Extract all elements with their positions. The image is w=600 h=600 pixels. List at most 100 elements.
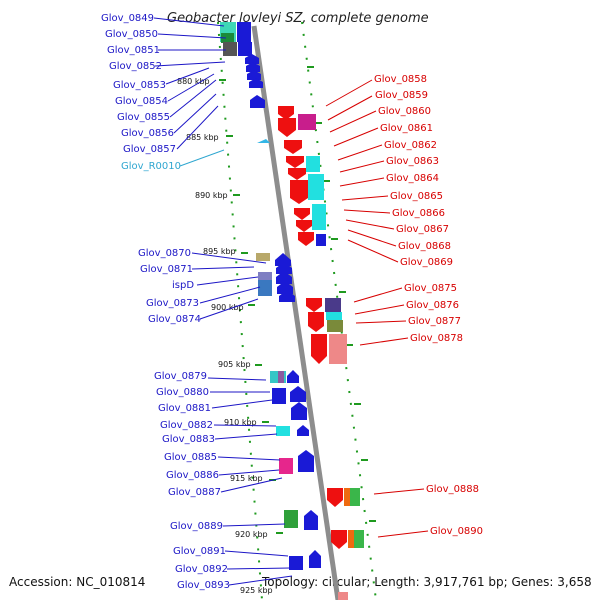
gene-label-left[interactable]: Glov_0885 (164, 452, 217, 463)
gene-arrow (311, 334, 327, 364)
gene-label-left[interactable]: Glov_0886 (166, 470, 219, 481)
gene-label-right[interactable]: Glov_0869 (400, 257, 453, 268)
gene-label-left[interactable]: Glov_0871 (140, 264, 193, 275)
gene-arrow (296, 220, 312, 232)
gene-label-left[interactable]: Glov_0856 (121, 128, 174, 139)
gene-arrow (308, 312, 324, 332)
gene-label-right[interactable]: Glov_0863 (386, 156, 439, 167)
gene-block (258, 280, 272, 296)
rna-gene (257, 139, 270, 143)
gene-label-right[interactable]: Glov_0890 (430, 526, 483, 537)
gene-arrow (278, 106, 294, 120)
gene-arrow (294, 208, 310, 220)
gene-label-right[interactable]: Glov_0859 (375, 90, 428, 101)
gene-arrow (276, 271, 292, 284)
gene-label-left[interactable]: Glov_0852 (109, 61, 162, 72)
gene-arrow (284, 140, 302, 154)
gene-label-right[interactable]: Glov_0865 (390, 191, 443, 202)
gene-block (316, 234, 326, 246)
gene-label-left[interactable]: Glov_0889 (170, 521, 223, 532)
gene-block (237, 22, 251, 42)
gene-label-left[interactable]: Glov_0857 (123, 144, 176, 155)
gene-block (338, 592, 348, 600)
gene-label-right[interactable]: Glov_0864 (386, 173, 439, 184)
gene-block (278, 371, 284, 383)
gene-label-right[interactable]: Glov_0876 (406, 300, 459, 311)
gene-label-left[interactable]: Glov_0893 (177, 580, 230, 591)
gene-arrow (249, 78, 263, 88)
kbp-label: 910 kbp (224, 418, 257, 427)
gene-label-left[interactable]: Glov_0881 (158, 403, 211, 414)
gene-label-right[interactable]: Glov_0866 (392, 208, 445, 219)
gene-block (312, 204, 326, 230)
left-tick-rail (217, 21, 263, 600)
gene-label-right[interactable]: Glov_0861 (380, 123, 433, 134)
gene-arrow (286, 156, 304, 168)
gene-block (308, 174, 324, 200)
gene-arrow (297, 425, 309, 436)
gene-arrow (306, 298, 322, 312)
gene-arrow (287, 370, 299, 383)
gene-block (327, 320, 343, 332)
gene-label-right[interactable]: Glov_0868 (398, 241, 451, 252)
kbp-label: 895 kbp (203, 247, 236, 256)
gene-label-left[interactable]: Glov_0883 (162, 434, 215, 445)
gene-label-left[interactable]: Glov_0891 (173, 546, 226, 557)
gene-label-left[interactable]: Glov_0880 (156, 387, 209, 398)
gene-label-left-rna[interactable]: Glov_R0010 (121, 161, 181, 172)
gene-block (329, 334, 347, 364)
gene-arrow (290, 180, 308, 204)
gene-label-left[interactable]: Glov_0849 (101, 13, 154, 24)
gene-block (276, 426, 290, 436)
gene-label-left[interactable]: ispD (172, 280, 194, 291)
kbp-label: 905 kbp (218, 360, 251, 369)
gene-block (221, 33, 234, 43)
gene-arrow (288, 168, 306, 180)
gene-label-right[interactable]: Glov_0862 (384, 140, 437, 151)
gene-label-right[interactable]: Glov_0860 (378, 106, 431, 117)
gene-arrow (250, 95, 265, 108)
reverse-strand-features (278, 106, 364, 600)
gene-label-left[interactable]: Glov_0850 (105, 29, 158, 40)
kbp-label: 915 kbp (230, 474, 263, 483)
gene-block (279, 458, 293, 474)
gene-block (272, 388, 286, 404)
gene-arrow (277, 281, 293, 294)
gene-label-right[interactable]: Glov_0858 (374, 74, 427, 85)
accession-text: Accession: NC_010814 (9, 575, 145, 589)
gene-arrow (327, 488, 343, 507)
kbp-label: 900 kbp (211, 303, 244, 312)
gene-label-left[interactable]: Glov_0853 (113, 80, 166, 91)
gene-arrow (304, 510, 318, 530)
kbp-label: 880 kbp (177, 77, 210, 86)
gene-label-left[interactable]: Glov_0879 (154, 371, 207, 382)
gene-arrow (298, 450, 314, 472)
gene-label-left[interactable]: Glov_0874 (148, 314, 201, 325)
gene-label-right[interactable]: Glov_0888 (426, 484, 479, 495)
gene-arrow (275, 253, 291, 266)
gene-block (289, 556, 303, 570)
gene-label-left[interactable]: Glov_0855 (117, 112, 170, 123)
gene-arrow (279, 290, 295, 302)
gene-label-left[interactable]: Glov_0873 (146, 298, 199, 309)
gene-label-right[interactable]: Glov_0867 (396, 224, 449, 235)
gene-label-left[interactable]: Glov_0887 (168, 487, 221, 498)
gene-label-left[interactable]: Glov_0854 (115, 96, 168, 107)
gene-block (223, 42, 237, 56)
kbp-label: 885 kbp (186, 133, 219, 142)
gene-arrow (298, 232, 314, 246)
genome-backbone (251, 25, 341, 600)
right-leader-lines (325, 79, 429, 538)
gene-label-left[interactable]: Glov_0870 (138, 248, 191, 259)
gene-arrow (309, 550, 321, 568)
gene-label-right[interactable]: Glov_0875 (404, 283, 457, 294)
gene-block (325, 298, 341, 312)
gene-label-left[interactable]: Glov_0892 (175, 564, 228, 575)
gene-label-right[interactable]: Glov_0877 (408, 316, 461, 327)
gene-block (238, 42, 252, 56)
gene-label-left[interactable]: Glov_0882 (160, 420, 213, 431)
gene-label-left[interactable]: Glov_0851 (107, 45, 160, 56)
gene-label-right[interactable]: Glov_0878 (410, 333, 463, 344)
forward-strand-features (220, 22, 321, 570)
